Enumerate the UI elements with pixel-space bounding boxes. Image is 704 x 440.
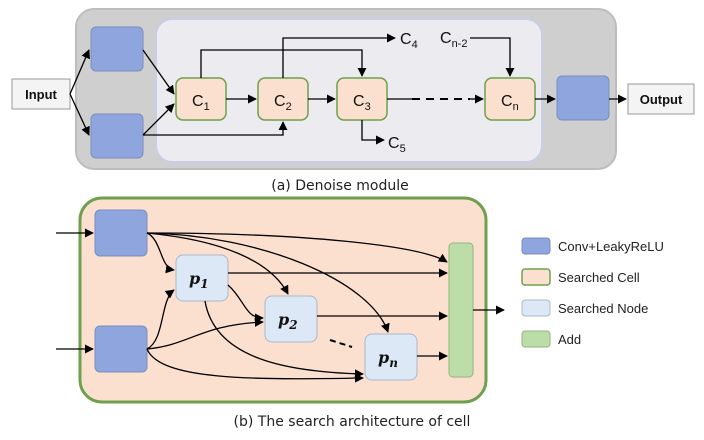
input-box [11,78,71,110]
legend-label-node: Searched Node [558,301,648,316]
input-label: Input [25,87,57,102]
legend-swatch-add [521,330,551,348]
cell-cn-label: Cn [501,93,519,113]
conv-block-b-top [94,209,148,257]
arrow-c3-to-c5 [361,120,385,145]
conv-block-b-bottom [94,325,148,373]
node-p1 [175,254,229,302]
legend-swatch-cell [521,268,551,286]
cell-c3-label: C3 [353,93,371,113]
node-pn-label: pn [378,348,398,370]
arrow-cn-2-to-cn [470,37,515,77]
arrow-top-to-add [146,232,448,263]
arrow-c2-to-c4 [282,33,396,78]
cell-c2-label: C2 [274,93,292,113]
search-architecture: p1 p2 pn (b) The search architecture of … [56,196,505,430]
arrow-bottom-to-pn [146,348,364,383]
legend-swatch-conv [521,237,551,255]
search-arrows [56,228,505,383]
conv-block-bottom [90,113,144,159]
legend-label-add: Add [558,332,581,347]
arrow-p1-to-pn [204,300,364,379]
arrow-conv-bottom-to-c2 [143,121,288,136]
arrow-input-to-conv-top [69,49,90,95]
arrow-top-to-pn [146,232,390,333]
caption-a: (a) Denoise module [271,178,409,194]
caption-b: (b) The search architecture of cell [234,414,471,430]
node-p2 [264,295,318,343]
arrow-c1-to-c3 [200,49,367,78]
arrow-p1-to-p2 [227,284,264,323]
node-pn [364,333,418,381]
arrow-input-to-conv-bottom [69,93,90,136]
output-box [627,83,695,115]
denoise-arrows [69,33,627,145]
dashes-p2-pn [329,339,353,348]
conv-block-output [556,75,610,121]
denoise-module: Input Output C1 C2 C3 Cn C4 C5 Cn-2 [11,8,695,194]
arrow-conv-top-to-c1 [142,49,175,95]
arrow-top-to-p2 [146,232,289,295]
add-block [448,242,474,378]
label-c4: C4 [400,31,418,51]
conv-block-top [90,26,144,72]
legend-swatch-node [521,299,551,317]
output-label: Output [640,92,683,107]
node-p2-label: p2 [278,310,298,332]
arrow-bottom-to-p1 [146,289,175,350]
label-cn-2: Cn-2 [440,30,467,50]
arrow-conv-bottom-to-c1 [142,103,175,136]
cell-c1-label: C1 [192,93,210,113]
legend-label-conv: Conv+LeakyReLU [558,239,664,254]
arrow-bottom-to-p2 [146,317,264,350]
arrow-top-to-p1 [146,232,175,274]
node-p1-label: p1 [189,269,209,291]
label-c5: C5 [388,135,406,155]
legend-label-cell: Searched Cell [558,270,640,285]
legend: Conv+LeakyReLU Searched Cell Searched No… [521,237,664,348]
